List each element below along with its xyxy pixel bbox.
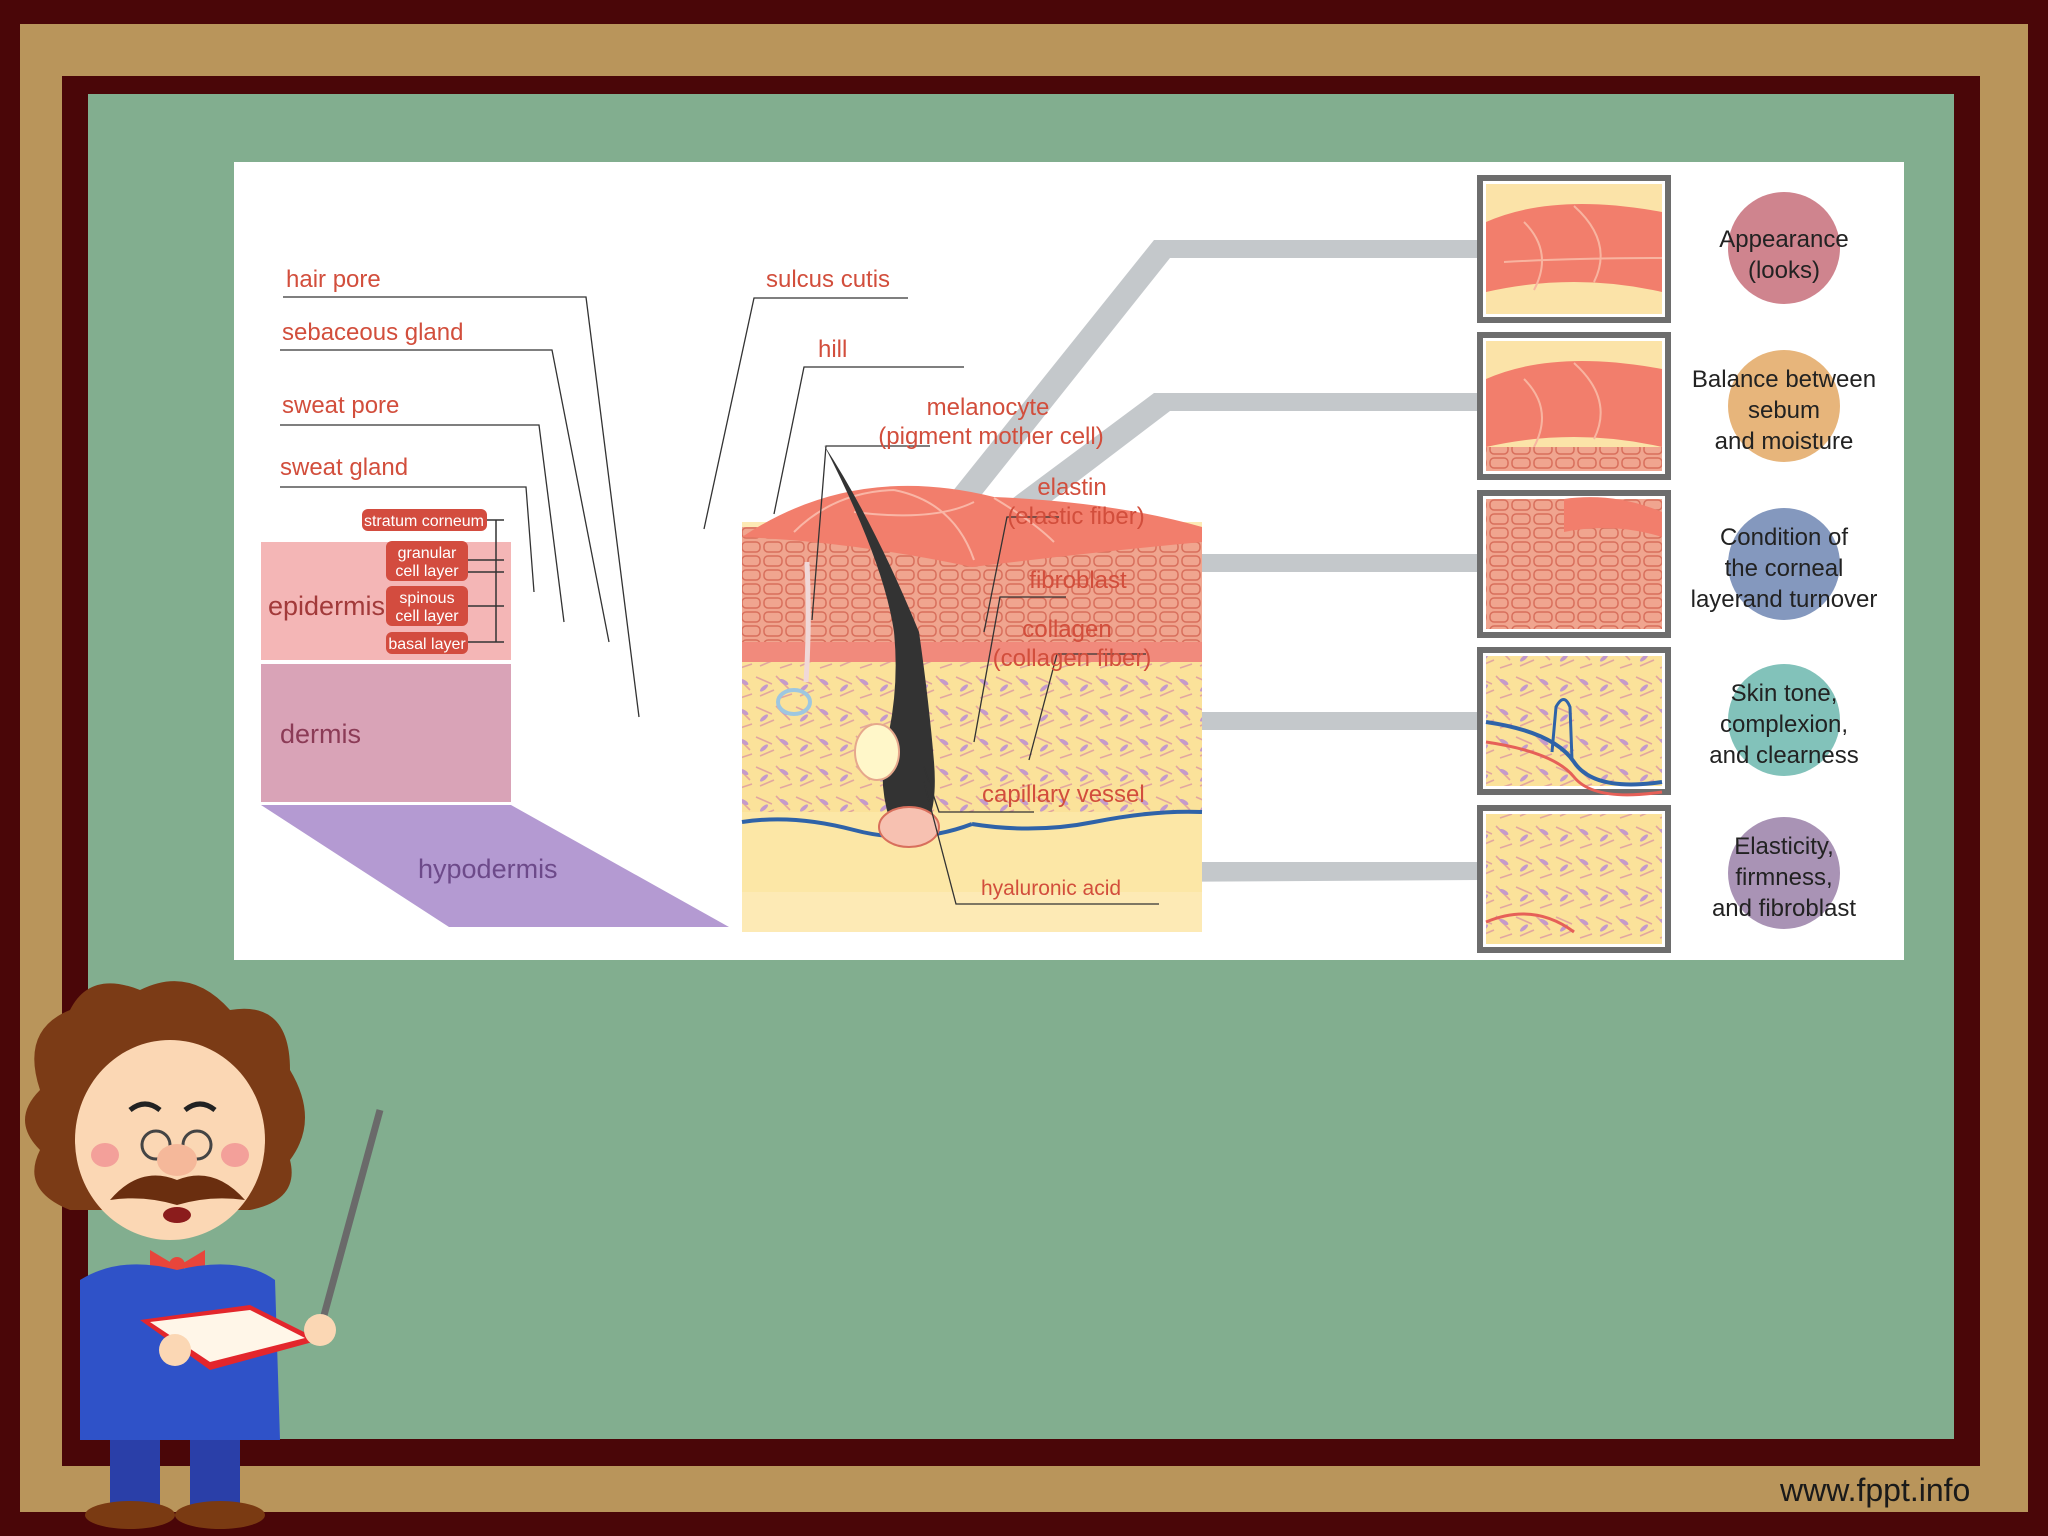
circle-sebum-balance [1728,350,1840,462]
property-corneal-line2: the corneal [1725,555,1844,582]
hypodermis-band [261,805,729,927]
tag-basal-layer: basal layer [388,636,466,653]
pointer-stick [316,1109,384,1331]
thumbnail-appearance [1477,175,1671,323]
tag-granular-2: cell layer [395,563,459,580]
skin-block [741,445,1203,932]
circle-appearance [1728,192,1840,304]
label-capillary-vessel: capillary vessel [982,781,1145,808]
property-sebum-line2: sebum [1748,397,1820,424]
circle-elasticity [1728,817,1840,929]
label-collagen: collagen [1022,616,1111,643]
label-hair-pore: hair pore [286,266,381,293]
thumbnails [1477,175,1671,953]
mustache [110,1175,245,1205]
thumbnail-corneal-layer [1477,490,1671,638]
label-hill: hill [818,336,847,363]
zone-dermis: dermis [280,719,361,749]
tag-stratum-corneum: stratum corneum [364,513,484,530]
bow-tie [150,1250,205,1280]
label-fibroblast: fibroblast [1029,567,1127,594]
property-corneal-line3: layerand turnover [1691,586,1878,613]
label-melanocyte: melanocyte [927,394,1050,421]
tag-spinous-1: spinous [399,590,454,607]
property-corneal-line1: Condition of [1720,524,1848,551]
property-appearance-line2: (looks) [1748,257,1820,284]
label-elastin-sub: (elastic fiber) [1007,503,1144,530]
label-sulcus-cutis: sulcus cutis [766,266,890,293]
thumbnail-sebum-balance [1477,332,1671,480]
label-hyaluronic-acid: hyaluronic acid [981,877,1121,900]
property-circles [1728,192,1840,929]
label-sebaceous-gland: sebaceous gland [282,319,463,346]
label-sweat-gland: sweat gland [280,454,408,481]
label-melanocyte-sub: (pigment mother cell) [878,423,1103,450]
circle-corneal-layer [1728,508,1840,620]
label-collagen-sub: (collagen fiber) [993,645,1152,672]
thumbnail-elasticity [1477,805,1671,953]
property-sebum-line1: Balance between [1692,366,1876,393]
circle-skin-tone [1728,664,1840,776]
label-sweat-pore: sweat pore [282,392,399,419]
zone-hypodermis: hypodermis [418,854,558,884]
dermis-band [261,664,511,802]
watermark: www.fppt.info [1780,1472,1971,1508]
zone-epidermis: epidermis [268,591,385,621]
layer-tags: stratum corneum granular cell layer spin… [362,509,504,654]
property-labels: Appearance (looks) Balance between sebum… [1691,226,1878,922]
tag-granular-1: granular [398,545,457,562]
property-elasticity-line3: and fibroblast [1712,895,1856,922]
label-elastin: elastin [1037,474,1106,501]
property-appearance-line1: Appearance [1719,226,1848,253]
property-elasticity-line2: firmness, [1735,864,1832,891]
tag-spinous-2: cell layer [395,608,459,625]
property-sebum-line3: and moisture [1715,428,1854,455]
skin-diagram: hair pore sebaceous gland sweat pore swe… [261,175,1878,953]
property-elasticity-line1: Elasticity, [1734,833,1834,860]
leader-lines [280,296,1159,905]
property-skin-tone-line1: Skin tone, [1731,680,1838,707]
property-skin-tone-line3: and clearness [1709,742,1858,769]
property-skin-tone-line2: complexion, [1720,711,1848,738]
teacher-illustration [25,981,384,1529]
thumbnail-skin-tone [1477,647,1671,797]
